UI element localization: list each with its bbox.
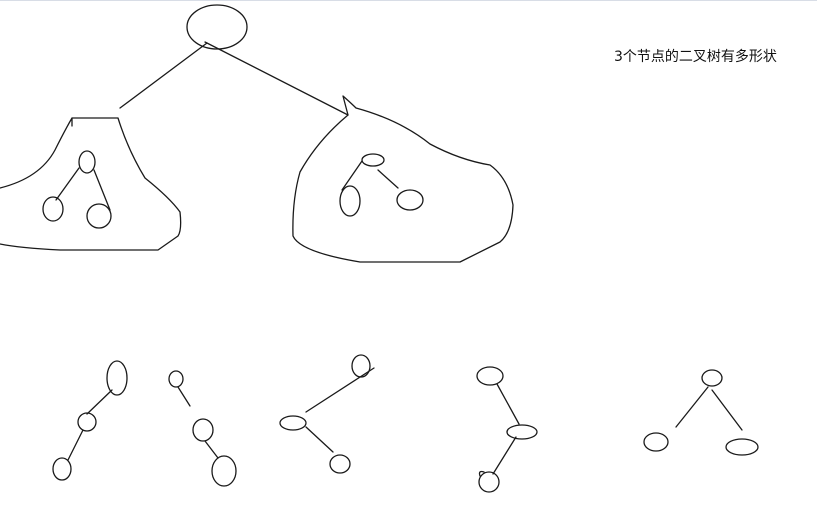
left-blob-edge-left xyxy=(55,167,80,201)
shape1-node-mid xyxy=(77,412,97,432)
shape1-edge-2 xyxy=(67,429,84,461)
shape4-edge-1 xyxy=(496,383,520,425)
shape-right-chain xyxy=(168,370,237,487)
shape3-node-bottom xyxy=(329,454,351,474)
left-subtree-blob xyxy=(0,117,182,251)
shape4-node-top xyxy=(476,366,504,386)
left-blob-top-node xyxy=(78,150,96,174)
shape4-node-bottom-scribble xyxy=(478,470,485,477)
shape-right-left-zigzag xyxy=(476,366,538,493)
shape5-node-left xyxy=(643,432,669,452)
right-blob-edge-right xyxy=(377,169,399,189)
right-subtree-blob xyxy=(292,95,514,263)
root-left-edge xyxy=(119,42,208,109)
shape-left-right-zigzag xyxy=(279,354,375,474)
shape4-node-bottom xyxy=(478,471,500,493)
shape-balanced xyxy=(643,369,759,456)
root-node-group xyxy=(119,4,349,116)
shape2-node-top xyxy=(168,370,184,388)
shape2-edge-2 xyxy=(204,440,219,459)
left-blob-outline xyxy=(0,117,182,251)
left-blob-edge-right xyxy=(93,169,111,211)
shape5-node-top xyxy=(701,369,723,387)
shape2-node-bottom xyxy=(211,455,237,487)
root-node xyxy=(186,4,248,50)
left-blob-right-node xyxy=(86,203,112,229)
shape5-edge-right xyxy=(711,389,743,431)
shape3-edge-2 xyxy=(305,426,334,453)
right-blob-left-node xyxy=(339,185,361,217)
shape5-node-right xyxy=(725,438,759,456)
shape1-edge-1 xyxy=(86,389,113,415)
shape2-edge-1 xyxy=(177,386,191,407)
shape1-node-top xyxy=(106,360,128,396)
right-blob-top-node xyxy=(361,153,385,167)
shape3-node-mid xyxy=(279,415,307,431)
shape2-node-mid xyxy=(192,418,214,442)
right-blob-outline xyxy=(292,95,514,263)
shape4-node-mid xyxy=(506,424,538,440)
shape5-edge-left xyxy=(675,386,709,428)
right-blob-right-node xyxy=(396,189,424,211)
shape3-edge-1 xyxy=(305,367,375,413)
caption-text: 3个节点的二叉树有多形状 xyxy=(614,49,777,65)
shape4-edge-2 xyxy=(492,436,517,475)
shape-left-chain xyxy=(52,360,128,481)
left-blob-left-node xyxy=(42,196,64,222)
shape1-node-bottom xyxy=(52,457,72,481)
root-right-edge xyxy=(204,41,349,116)
shape3-node-top xyxy=(351,354,371,378)
right-blob-edge-left xyxy=(341,160,363,191)
